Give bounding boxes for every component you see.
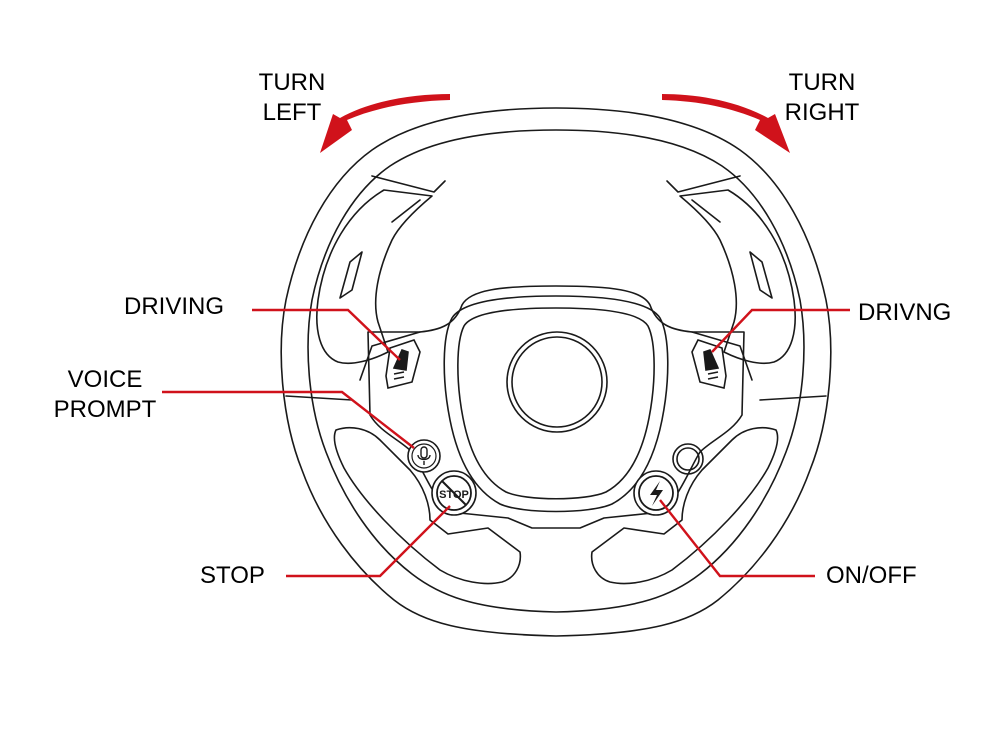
turn-left-label: TURN LEFT <box>258 69 326 126</box>
leader-on-off <box>659 499 815 578</box>
leader-voice-prompt <box>162 390 415 449</box>
horn-center <box>511 336 603 428</box>
leader-lines <box>162 308 850 578</box>
airbag-cover <box>443 295 669 513</box>
shift-paddle-icon <box>703 349 720 371</box>
wheel-outer-rim <box>280 107 832 637</box>
horn-ring <box>506 331 608 433</box>
turn-right-arrow <box>662 94 790 153</box>
shift-paddle-icon <box>392 349 409 371</box>
right-small-button[interactable] <box>672 443 704 475</box>
steering-wheel <box>280 107 832 637</box>
voice-prompt-label: VOICE PROMPT <box>53 366 157 423</box>
turn-right-label: TURN RIGHT <box>784 69 860 126</box>
driving-left-label: DRIVING <box>124 293 225 320</box>
microphone-icon <box>417 446 431 465</box>
left-upper-opening <box>316 189 433 365</box>
wheel-inner-rim <box>307 129 805 613</box>
stop-button-text: STOP <box>439 489 469 501</box>
airbag-cover-inner <box>457 307 655 500</box>
on-off-button[interactable] <box>633 470 679 516</box>
stop-label: STOP <box>200 562 265 589</box>
leader-driving-right <box>711 308 850 353</box>
left-driving-paddle[interactable] <box>385 339 421 389</box>
lightning-bolt-icon <box>650 481 663 506</box>
leader-driving-left <box>252 308 401 361</box>
stop-button[interactable]: STOP <box>431 470 477 516</box>
left-lower-opening <box>333 426 522 585</box>
leader-stop <box>286 505 451 578</box>
stop-sign-icon <box>441 480 467 506</box>
turn-left-arrow <box>320 94 450 153</box>
driving-right-label: DRIVNG <box>858 299 952 326</box>
voice-prompt-button[interactable] <box>407 439 441 473</box>
on-off-label: ON/OFF <box>826 562 917 589</box>
right-upper-opening <box>679 189 796 365</box>
right-lower-opening <box>590 426 779 585</box>
right-driving-paddle[interactable] <box>691 339 727 389</box>
